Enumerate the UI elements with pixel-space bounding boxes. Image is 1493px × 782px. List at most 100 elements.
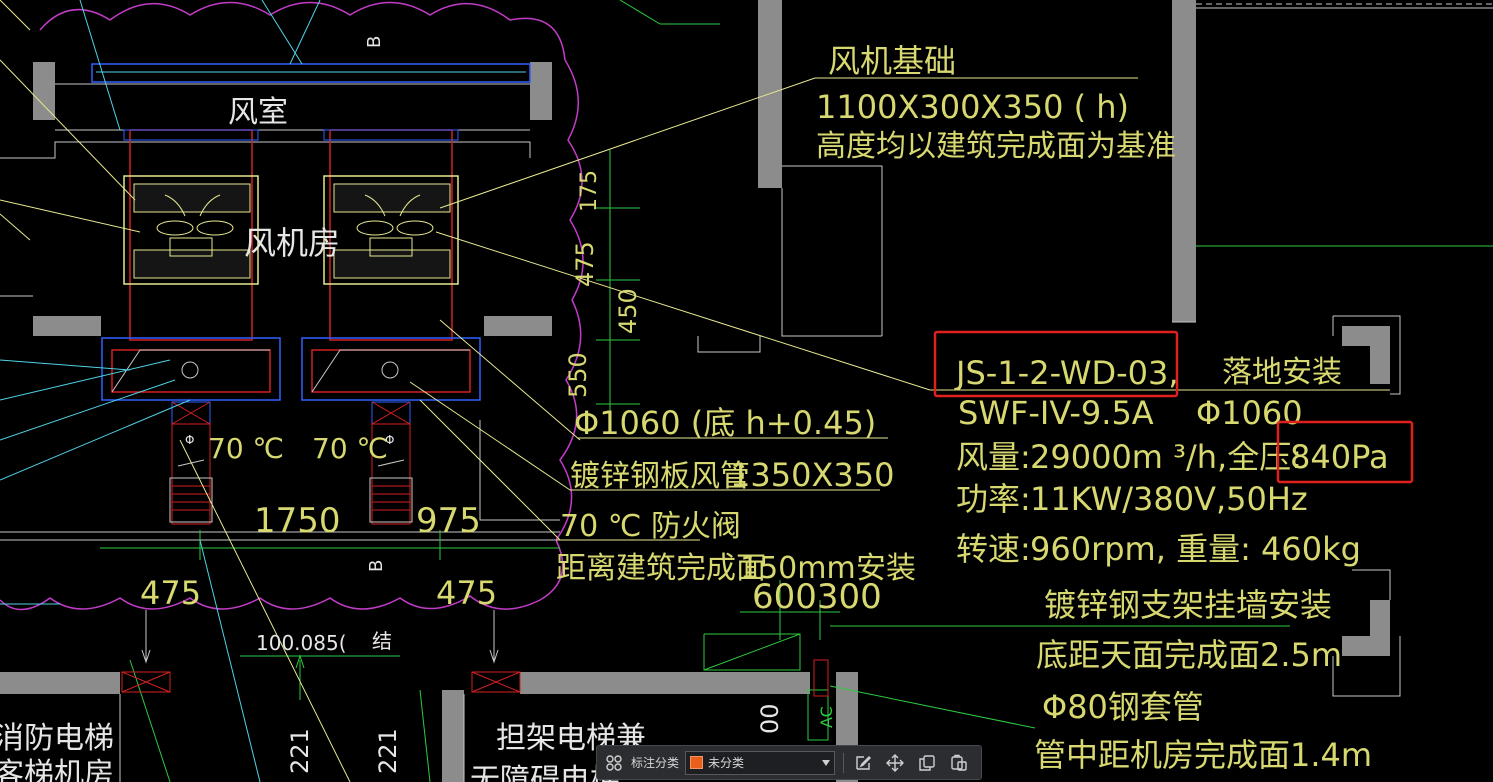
dim-label-00: 00 xyxy=(756,703,784,734)
dim-label-475v: 475 xyxy=(571,241,599,287)
paste-icon[interactable] xyxy=(948,752,970,774)
cyan-line xyxy=(0,399,191,481)
duct-riser xyxy=(171,423,211,525)
fan-hub xyxy=(381,361,399,379)
transition-diag xyxy=(311,349,470,393)
note-airflow-value: 29000m ³/h,全压: xyxy=(1030,438,1302,476)
fan-blade xyxy=(356,220,394,236)
green-outline xyxy=(703,633,801,671)
discharge-transitions xyxy=(101,337,481,401)
dim-label-ac: AC xyxy=(817,706,836,728)
highlight-boxes xyxy=(933,330,1414,484)
line xyxy=(0,141,531,159)
grille xyxy=(169,477,213,523)
fan-unit-right xyxy=(323,129,459,341)
line xyxy=(1332,636,1401,697)
note-speed-value: 960rpm, 重量: 460kg xyxy=(1030,530,1361,568)
line xyxy=(782,165,883,336)
leader xyxy=(409,381,571,491)
room-label-fan-chamber: 风室 xyxy=(228,95,288,130)
cyan-line xyxy=(289,0,321,65)
cloud-bottom xyxy=(0,595,541,611)
dim-label-600300: 600300 xyxy=(752,577,882,617)
note-fan-base-title: 风机基础 xyxy=(828,42,956,80)
edit-icon[interactable] xyxy=(852,752,874,774)
cyan-line xyxy=(0,359,171,401)
dimension-lines xyxy=(100,0,1493,782)
note-distance: 距离建筑完成面 xyxy=(556,551,766,586)
damper-small-x xyxy=(471,671,521,693)
dim-label-975: 975 xyxy=(416,501,481,541)
category-select-value: 未分类 xyxy=(708,756,745,770)
grille-lines xyxy=(172,485,210,511)
toolbar-divider xyxy=(843,752,845,773)
leader xyxy=(439,77,816,209)
note-model-dia: Φ1060 xyxy=(1196,394,1303,432)
note-duct-dia: Φ1060 (底 h+0.45) xyxy=(574,404,876,442)
room-label-fire-elevator: 消防电梯 xyxy=(0,721,114,756)
fan-top-flange xyxy=(323,129,459,141)
bottom-dampers xyxy=(121,659,829,697)
transition-outer xyxy=(101,337,281,401)
fan-base-bottom xyxy=(133,249,251,279)
cyan-line xyxy=(0,379,176,441)
fan-motor xyxy=(369,237,413,257)
cyan-line xyxy=(0,359,131,371)
leader xyxy=(0,59,136,201)
copy-icon[interactable] xyxy=(916,752,938,774)
dim-label-475-right: 475 xyxy=(436,574,497,612)
wall-segment xyxy=(1172,0,1196,322)
fan-motor xyxy=(169,237,213,257)
note-power-value: 11KW/380V,50Hz xyxy=(1030,480,1308,518)
leader-lines xyxy=(0,0,1390,782)
wall-segment xyxy=(0,672,120,694)
leader xyxy=(0,0,31,31)
note-bottom: 底距天面完成面2.5m xyxy=(1036,636,1342,674)
note-bracket: 镀锌钢支架挂墙安装 xyxy=(1044,586,1332,624)
fire-dampers: Φ Φ xyxy=(169,401,413,525)
fan-blade xyxy=(396,220,434,236)
annotation-category-label: 标注分类 xyxy=(631,756,680,770)
fan-sprout xyxy=(164,194,221,217)
room-label-fire-elevator-2: 客梯机房 xyxy=(0,757,114,782)
fan-base-top xyxy=(133,183,251,213)
transition-outer xyxy=(301,337,481,401)
transition-diag xyxy=(111,349,270,393)
leader xyxy=(439,319,581,441)
dim-label-221a: 221 xyxy=(286,728,314,774)
note-model: SWF-IV-9.5A xyxy=(958,394,1154,432)
note-install-floor: 落地安装 xyxy=(1222,355,1342,390)
category-select[interactable]: 未分类 xyxy=(685,750,836,775)
room-label-fan-room: 风机房 xyxy=(244,224,340,262)
wall-segment xyxy=(1370,600,1390,656)
move-icon[interactable] xyxy=(884,752,906,774)
note-pipe-center: 管中距机房完成面1.4m xyxy=(1034,736,1372,774)
green-line xyxy=(829,685,1036,729)
fan-casing xyxy=(329,129,453,341)
category-color-swatch xyxy=(690,756,704,769)
cloud-top xyxy=(39,1,566,61)
fan-top-flange xyxy=(123,129,259,141)
duct-riser xyxy=(371,423,411,525)
level-arrows xyxy=(141,610,499,669)
fan-sprout xyxy=(364,194,421,217)
damper-x xyxy=(371,401,411,425)
line xyxy=(697,336,761,353)
wall-segment xyxy=(33,316,101,336)
leader xyxy=(0,199,141,233)
highlight-pressure[interactable] xyxy=(1276,420,1414,484)
temp-label-left: 70 ℃ xyxy=(208,432,284,465)
note-damper: 70 ℃ 防火阀 xyxy=(560,509,741,544)
wall-segment xyxy=(442,690,464,782)
wall-segment xyxy=(1370,326,1390,384)
structure-lines xyxy=(0,7,1493,782)
highlight-equipment-id[interactable] xyxy=(933,330,1179,398)
cloud-right xyxy=(539,59,584,601)
grille-lines xyxy=(372,485,410,511)
grid-icon[interactable] xyxy=(603,752,625,774)
note-sleeve: Φ80钢套管 xyxy=(1042,688,1204,726)
dim-label-550: 550 xyxy=(564,352,592,398)
leader xyxy=(0,213,31,241)
